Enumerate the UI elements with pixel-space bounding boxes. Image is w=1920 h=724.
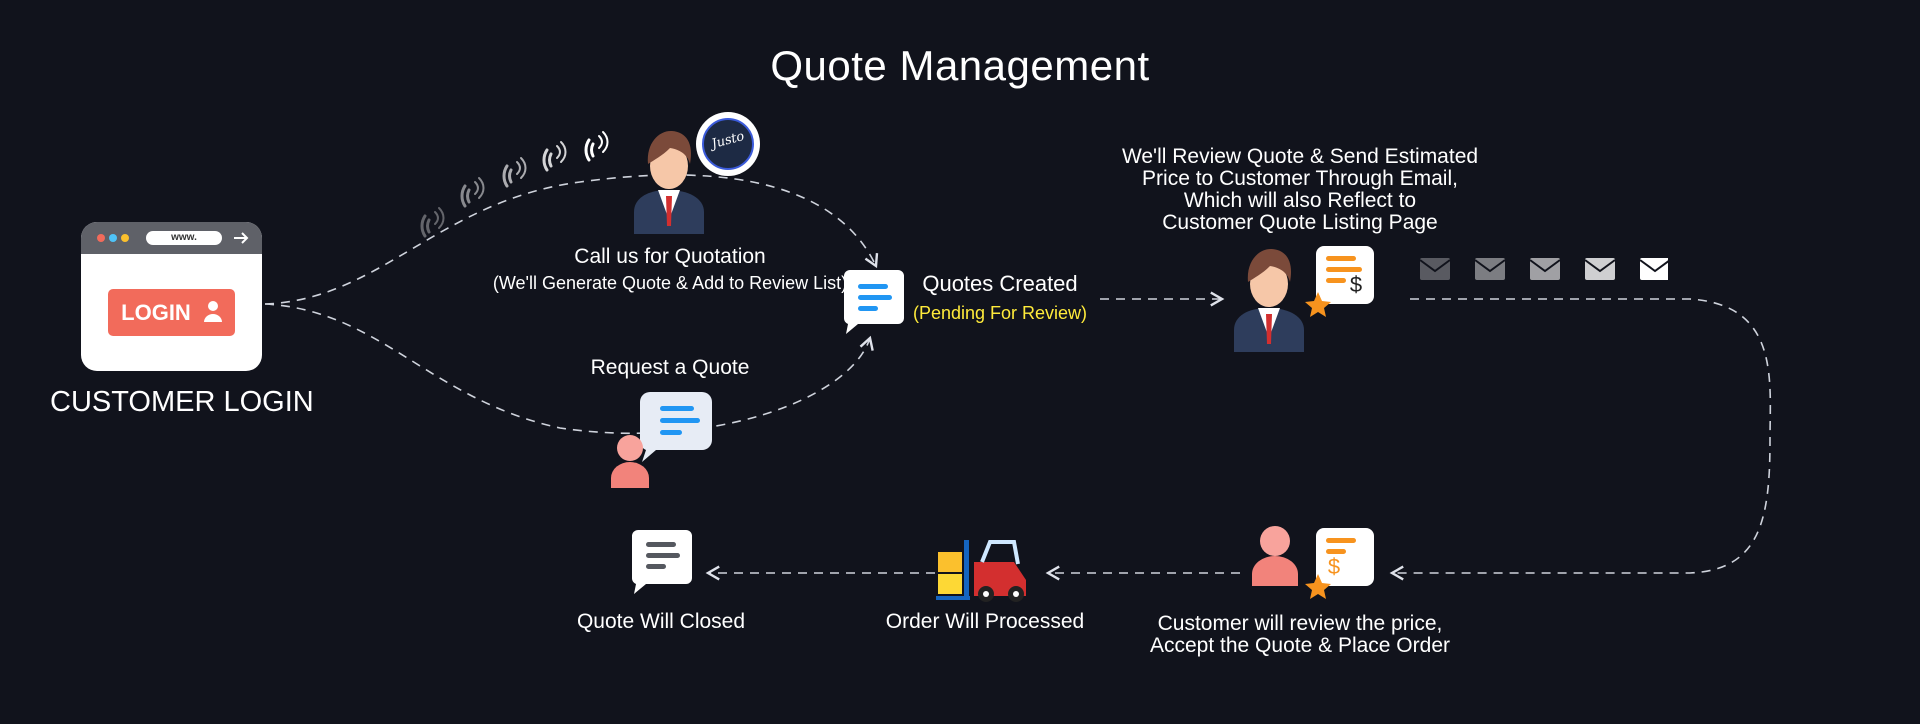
review-quote-line: We'll Review Quote & Send Estimated [1121, 145, 1479, 168]
forklift-icon [936, 540, 1026, 602]
customer-login-label: CUSTOMER LOGIN [50, 386, 314, 418]
chat-request-icon [611, 392, 712, 488]
justo-logo-badge [702, 118, 754, 170]
customer-review-line: Accept the Quote & Place Order [1150, 634, 1450, 657]
email-icon [1419, 258, 1451, 280]
email-icon [1529, 258, 1561, 280]
review-quote-line: Customer Quote Listing Page [1162, 211, 1438, 234]
arrow-login-to-request [264, 303, 874, 435]
phone-icon [420, 207, 445, 238]
estimate-document-icon [1305, 246, 1374, 317]
email-icon [1639, 258, 1668, 280]
phone-icon [542, 141, 567, 172]
dollar-sign: $ [1349, 272, 1363, 297]
quote-closed-chat-icon [631, 530, 692, 594]
email-icon [1474, 258, 1506, 280]
quotes-created-chat-icon [843, 270, 904, 334]
call-us-sublabel: (We'll Generate Quote & Add to Review Li… [492, 273, 848, 293]
order-processed-label: Order Will Processed [885, 610, 1085, 633]
customer-review-line: Customer will review the price, [1157, 612, 1443, 635]
quote-closed-label: Quote Will Closed [576, 610, 746, 633]
email-icon [1584, 258, 1616, 280]
email-icons [1419, 258, 1668, 280]
review-quote-line: Which will also Reflect to [1183, 189, 1417, 212]
phone-icon [502, 157, 527, 188]
businessman-avatar-icon [634, 130, 704, 234]
arrow-review-to-customer [1389, 298, 1772, 581]
page-title: Quote Management [770, 42, 1150, 89]
review-quote-line: Price to Customer Through Email, [1142, 167, 1458, 190]
review-quote-text: We'll Review Quote & Send Estimated Pric… [1120, 146, 1480, 234]
request-quote-label: Request a Quote [590, 356, 750, 379]
customer-review-text: Customer will review the price, Accept t… [1120, 613, 1480, 657]
login-browser-window: www. LOGIN [81, 222, 262, 371]
arrow-login-to-call [264, 174, 879, 305]
browser-url: www. [171, 232, 197, 243]
phone-icon [584, 131, 609, 162]
phone-icon [460, 177, 485, 208]
dollar-sign: $ [1327, 554, 1341, 579]
justo-logo: Justo [696, 112, 760, 176]
call-us-label: Call us for Quotation [574, 245, 766, 268]
customer-avatar-icon [1252, 526, 1298, 586]
quotes-created-label: Quotes Created [922, 271, 1078, 296]
reviewer-businessman-icon [1234, 248, 1304, 352]
phone-ring-icons [420, 131, 609, 238]
login-button[interactable]: LOGIN [121, 300, 191, 325]
quotes-created-sublabel: (Pending For Review) [912, 303, 1088, 323]
price-document-icon [1305, 528, 1374, 599]
